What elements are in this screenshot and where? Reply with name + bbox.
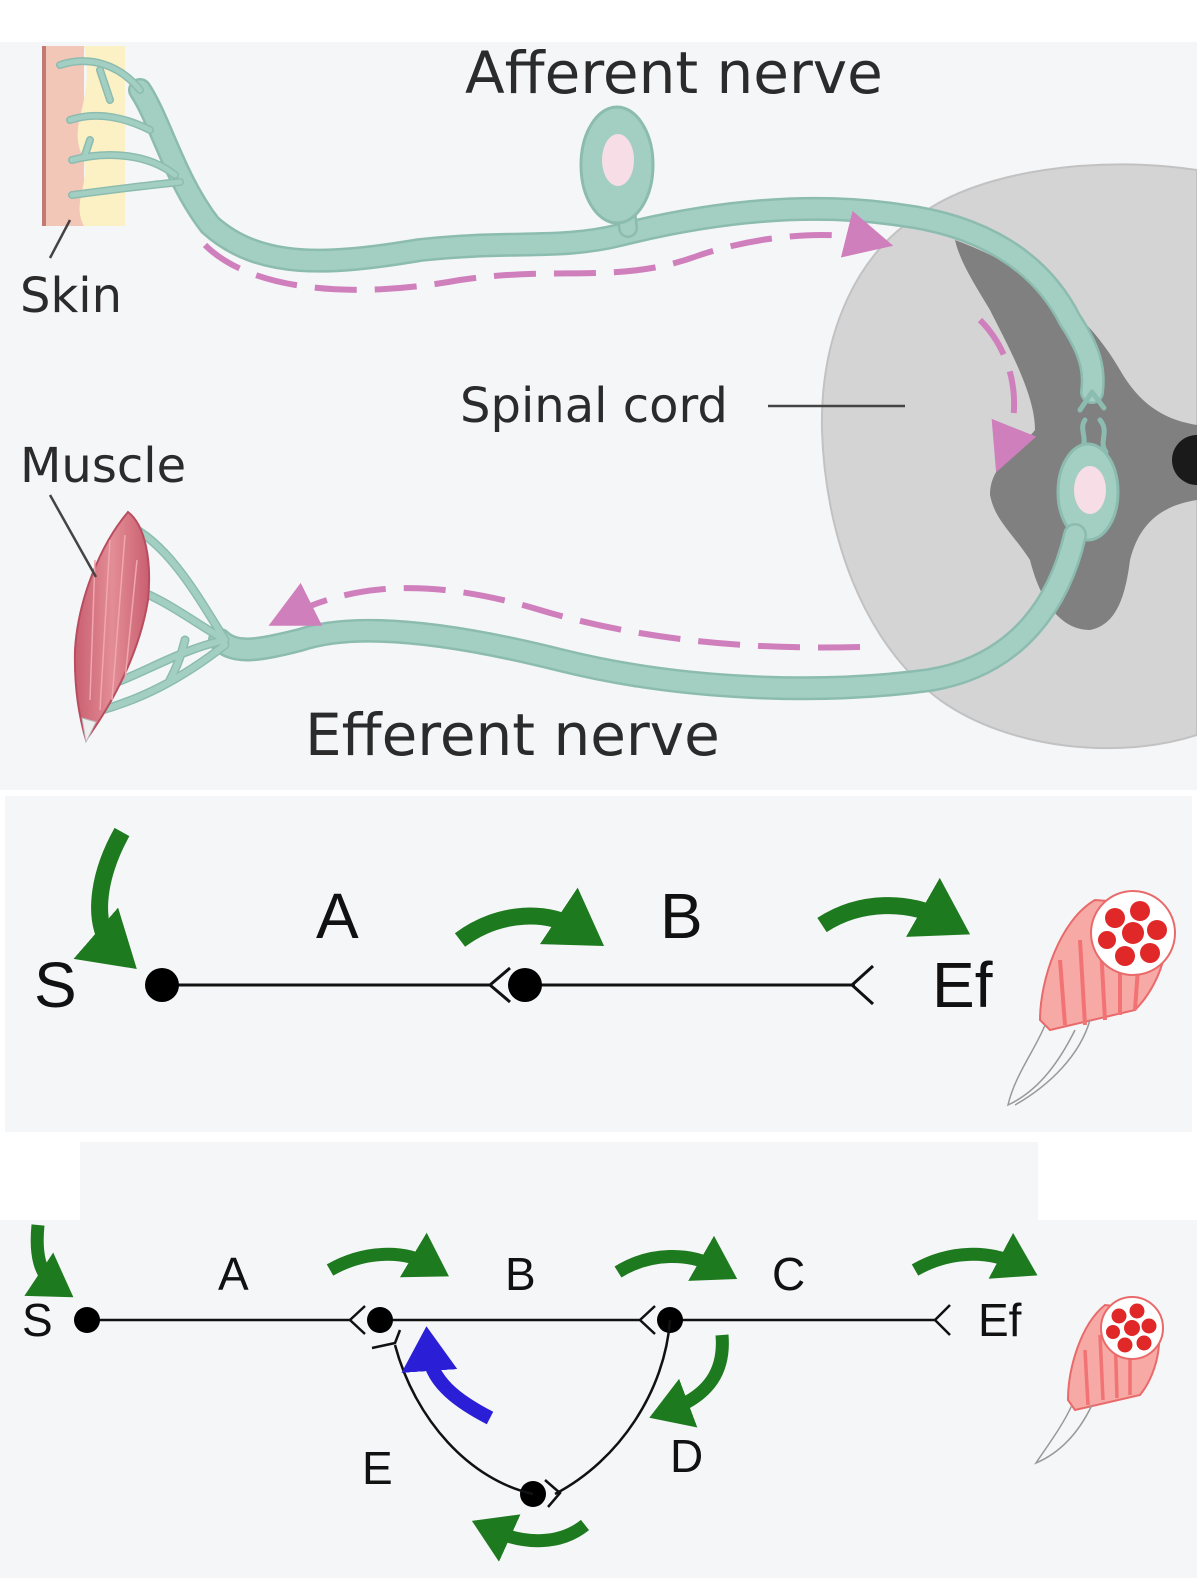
neuron-a-label-2: A: [218, 1248, 249, 1300]
neuron-b-cell-body-2: [367, 1307, 393, 1333]
transmission-arrow-d-e: [471, 1514, 590, 1562]
feedback-blank-left: [0, 1142, 80, 1220]
feedback-reflex-background: [0, 1142, 1197, 1578]
neuron-a-cell-body: [145, 968, 179, 1002]
signal-path-cord: [977, 317, 1037, 473]
muscle-fascicles: [1098, 901, 1167, 966]
neuron-a-cell-body-2: [74, 1307, 100, 1333]
skin-leader-line: [48, 219, 72, 259]
stimulus-arrow: [73, 827, 137, 969]
muscle-label: Muscle: [20, 438, 186, 494]
feedback-reflex-panel: S A B C D E Ef: [0, 1142, 1197, 1578]
effector-label-2: Ef: [978, 1294, 1022, 1346]
synapse-e-b: [371, 1329, 402, 1350]
neuron-c-label: C: [772, 1248, 805, 1300]
synapse-d-e: [544, 1479, 562, 1508]
transmission-arrow-a-b-2: [326, 1232, 449, 1278]
anatomy-panel: Afferent nerve Skin Spinal cord Muscle E…: [0, 39, 1197, 790]
synapse-a-b-2: [348, 1305, 366, 1335]
neuromuscular-junction: [849, 964, 875, 1006]
simple-reflex-panel: S A B Ef: [5, 796, 1192, 1132]
afferent-nerve-label: Afferent nerve: [465, 39, 883, 107]
synapse-b-c: [638, 1305, 656, 1335]
central-canal: [1172, 435, 1197, 485]
neuromuscular-junction-2: [933, 1304, 951, 1336]
feedback-blank-right: [1038, 1142, 1197, 1220]
simple-reflex-background: [5, 796, 1192, 1132]
signal-path-afferent: [202, 210, 894, 293]
synapse-a-b: [487, 966, 511, 1004]
effector-muscle-icon: [1006, 890, 1176, 1107]
muscle-fibres: [89, 534, 138, 711]
skin-dermis: [77, 46, 125, 226]
muscle: [73, 510, 151, 744]
muscle-tendon: [81, 717, 97, 744]
skin-label: Skin: [20, 268, 122, 324]
spinal-cord-grey-matter: [955, 240, 1197, 630]
neuron-b-cell-body: [508, 968, 542, 1002]
signal-path: [202, 210, 1037, 651]
signal-path-efferent: [268, 582, 861, 651]
efferent-nerve: [90, 442, 1120, 717]
neuron-b-label: B: [660, 880, 703, 952]
effector-label: Ef: [932, 949, 993, 1021]
transmission-arrow-b-c: [614, 1235, 738, 1281]
stimulus-label: S: [34, 949, 77, 1021]
neuron-d-axon: [554, 1319, 672, 1496]
muscle-fascicles-2: [1106, 1303, 1157, 1353]
afferent-terminals: [1077, 389, 1109, 455]
transmission-arrow-c-d: [649, 1334, 729, 1428]
neuron-d-label: D: [670, 1430, 703, 1482]
transmission-arrow-b-ef: [817, 877, 971, 937]
skin: [42, 46, 125, 226]
spinal-cord-label: Spinal cord: [460, 378, 728, 434]
stimulus-arrow-2: [24, 1224, 74, 1298]
stimulus-label-2: S: [22, 1294, 53, 1346]
motor-neuron-nucleus: [1074, 466, 1106, 514]
ganglion-nucleus: [602, 134, 634, 186]
transmission-arrow-c-ef: [911, 1232, 1038, 1279]
transmission-arrow-a-b: [454, 887, 605, 947]
muscle-leader-line: [48, 494, 98, 578]
afferent-nerve: [56, 57, 1109, 455]
efferent-nerve-label: Efferent nerve: [305, 701, 720, 769]
neuron-e-label: E: [362, 1442, 393, 1494]
neuron-b-label-2: B: [505, 1248, 536, 1300]
neuron-a-label: A: [316, 880, 359, 952]
inhibitory-arrow-e-b: [401, 1326, 494, 1425]
effector-muscle-icon-2: [1033, 1296, 1164, 1465]
